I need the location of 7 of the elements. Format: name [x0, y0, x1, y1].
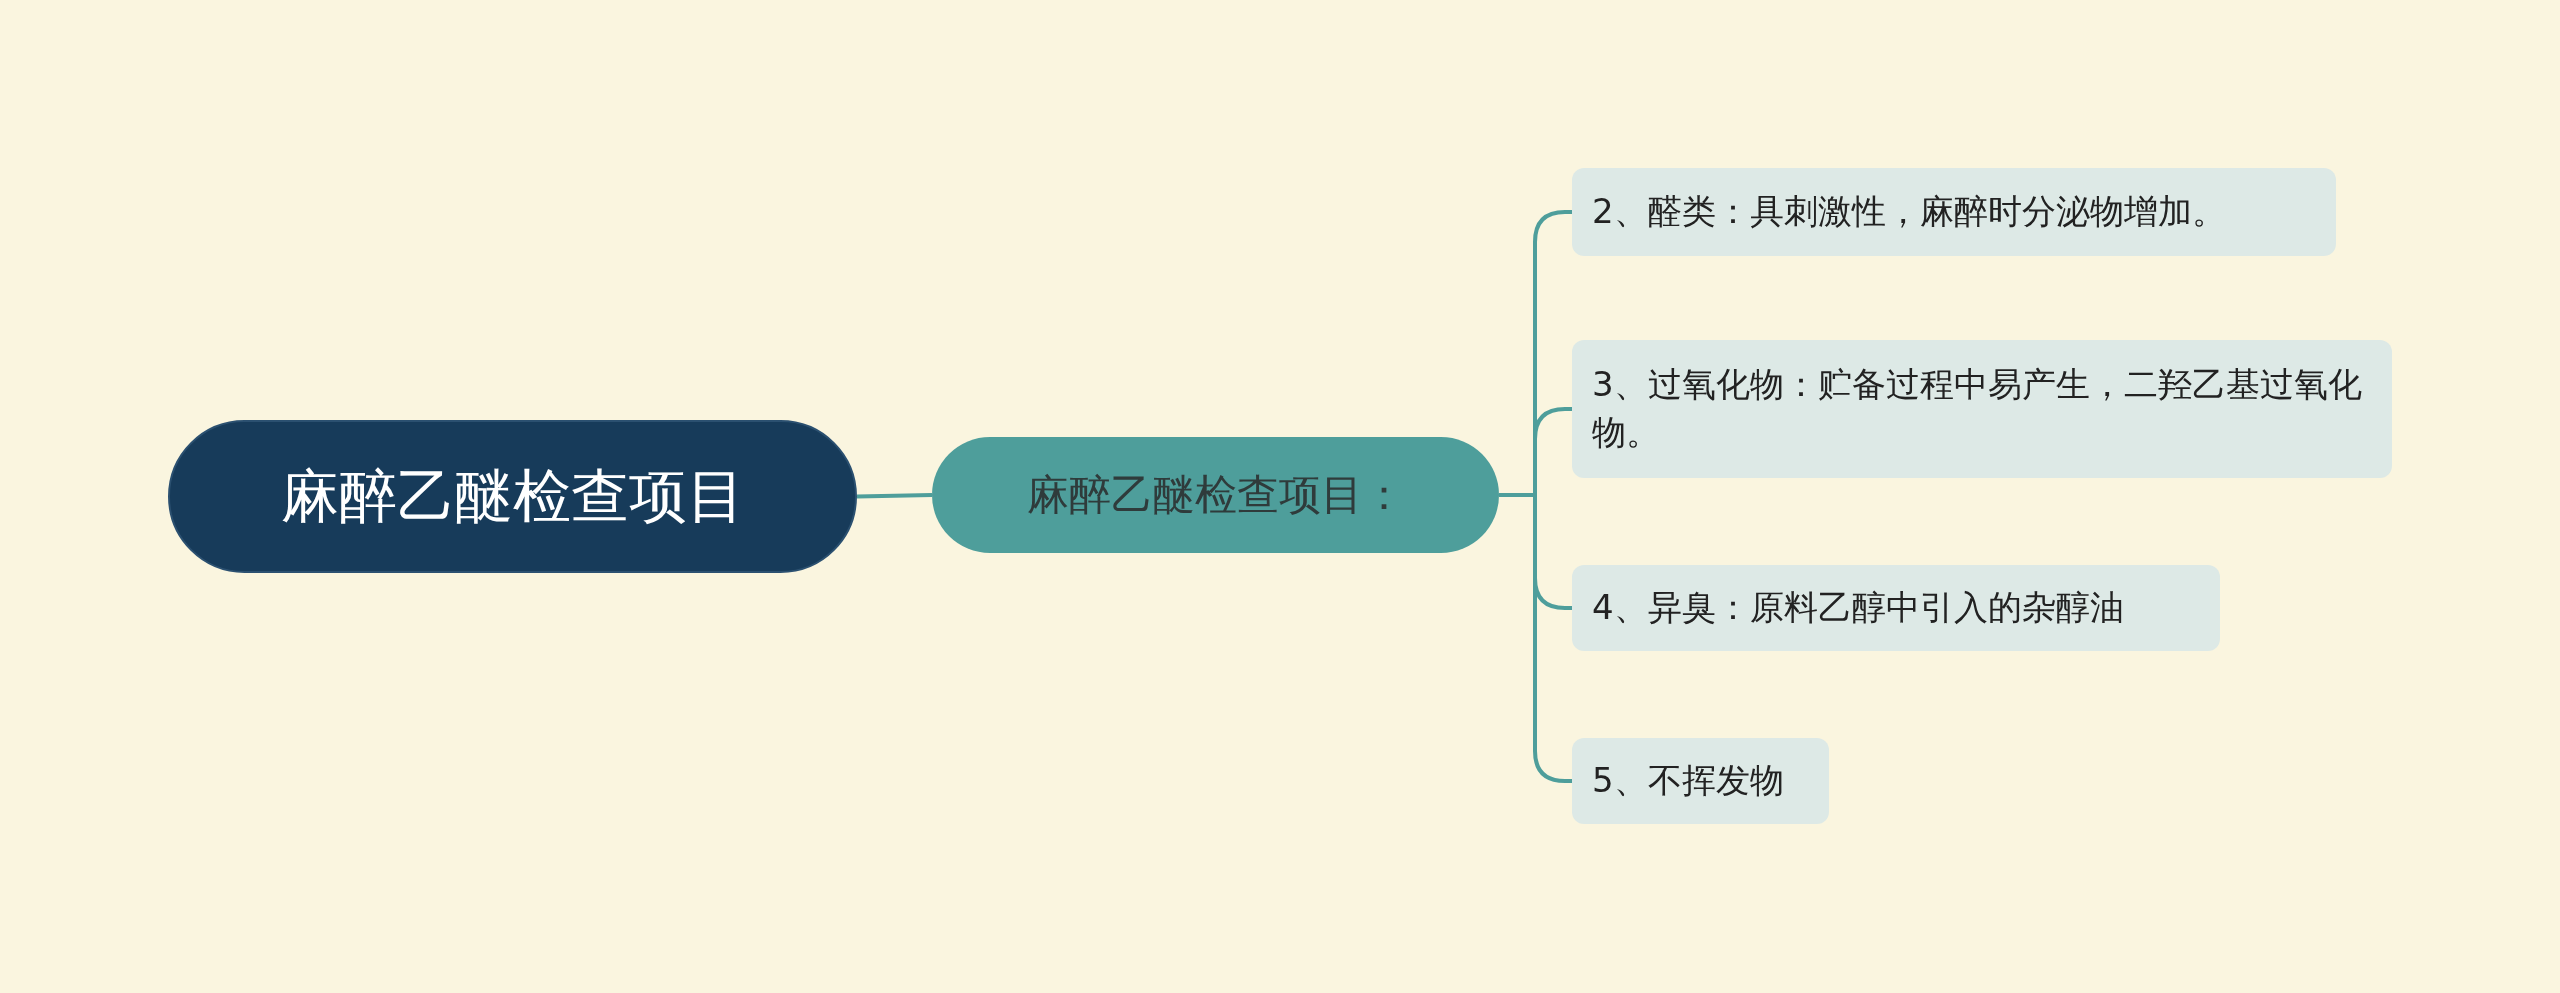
connector-line: [856, 493, 933, 499]
subtopic-box: 3、过氧化物：贮备过程中易产生，二羟乙基过氧化物。: [1572, 340, 2392, 478]
subtopic-box: 5、不挥发物: [1572, 738, 1829, 824]
subtopic-box: 4、异臭：原料乙醇中引入的杂醇油: [1572, 565, 2220, 651]
root-topic-box: 麻醉乙醚检查项目: [168, 420, 857, 573]
subtopic-box: 2、醛类：具刺激性，麻醉时分泌物增加。: [1572, 168, 2336, 256]
topic-box: 麻醉乙醚检查项目：: [932, 437, 1499, 553]
